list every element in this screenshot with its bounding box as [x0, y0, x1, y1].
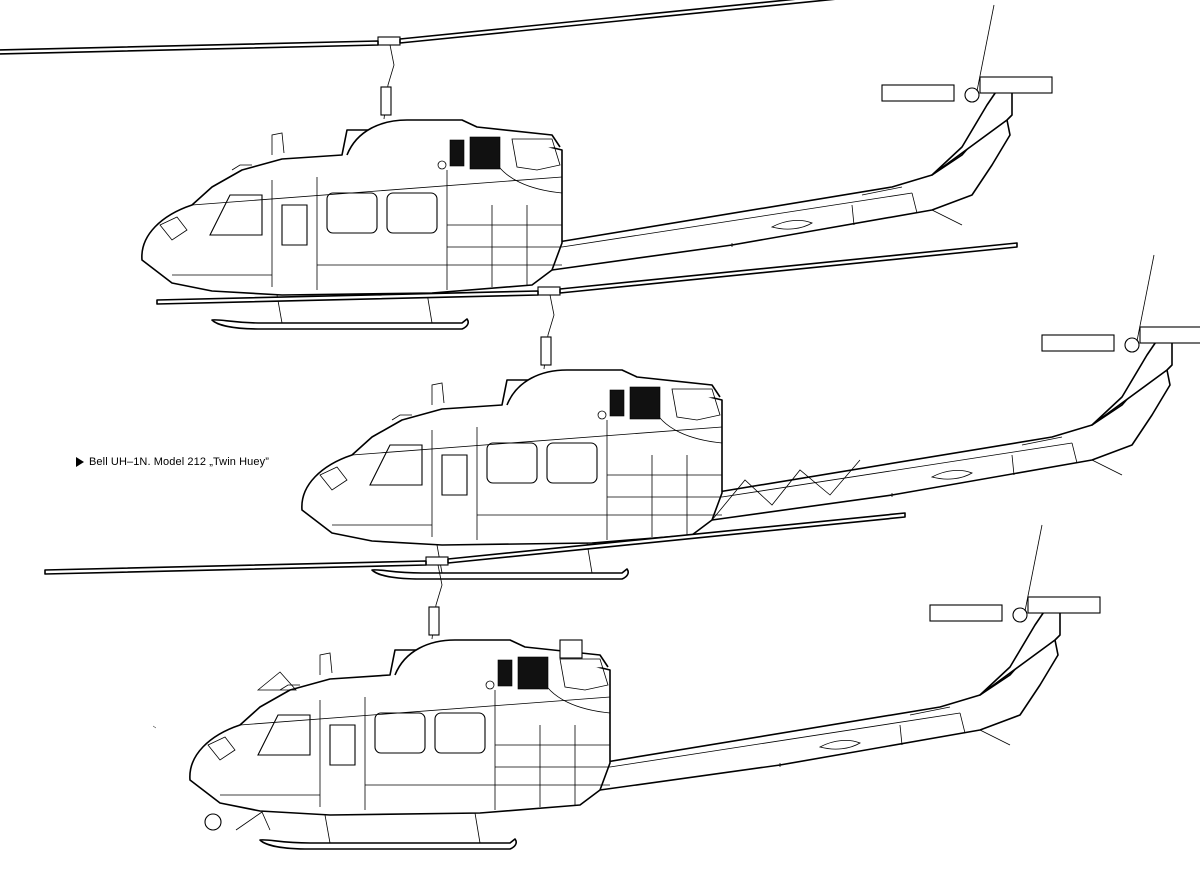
helicopter-drawing-top [0, 0, 1053, 330]
stray-mark [152, 725, 157, 729]
figure-caption: Bell UH–1N. Model 212 „Twin Huey” [76, 456, 269, 468]
helicopter-drawing-middle [156, 242, 1200, 580]
caption-text: Bell UH–1N. Model 212 „Twin Huey” [89, 456, 269, 468]
helicopter-drawing-bottom [44, 512, 1101, 850]
pointer-triangle-icon [76, 457, 84, 467]
